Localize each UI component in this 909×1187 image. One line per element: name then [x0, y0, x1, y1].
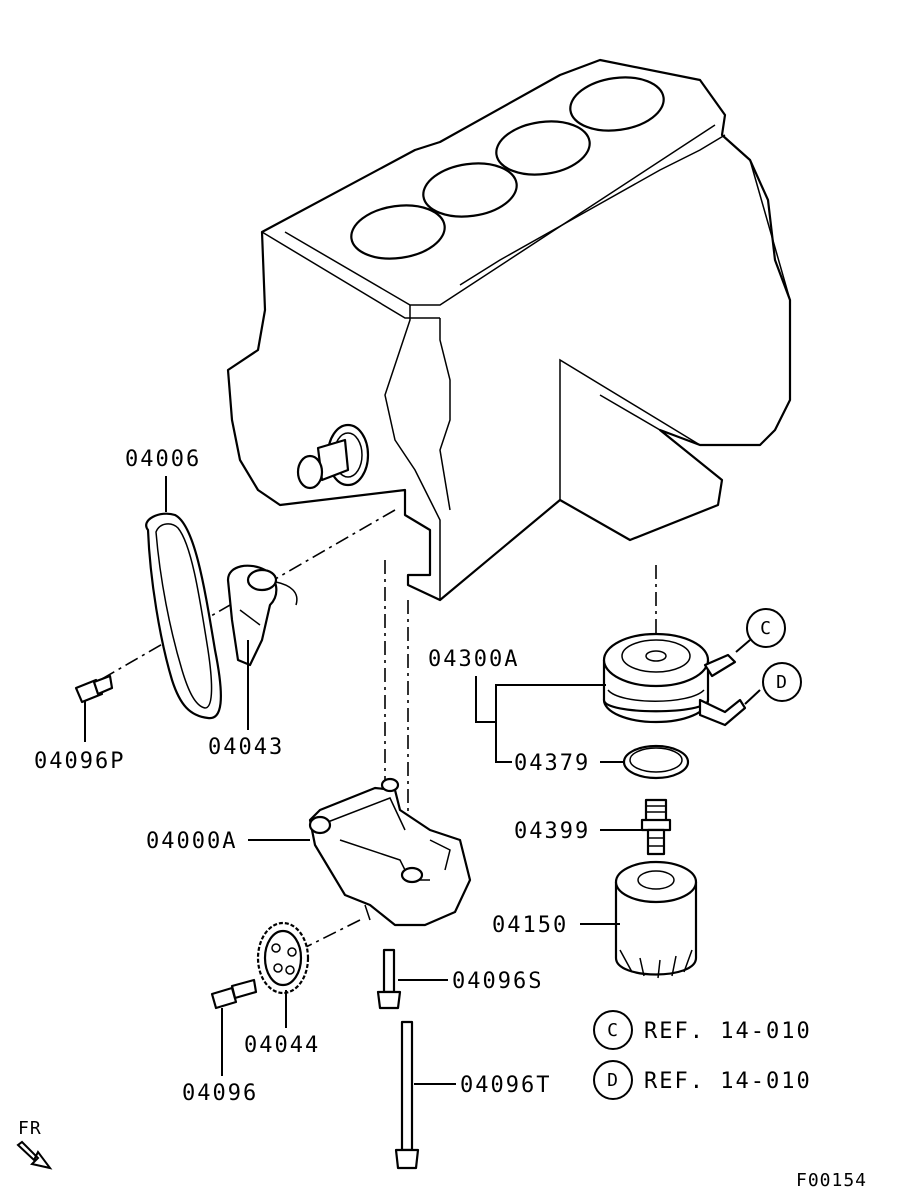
engine-block: [226, 58, 792, 602]
filter-fitting: [640, 798, 672, 856]
label-04000A: 04000A: [146, 829, 237, 854]
fr-label: FR: [18, 1118, 42, 1139]
bolt-04096S: [376, 948, 402, 1010]
ref-d-letter: D: [607, 1070, 619, 1091]
oil-filter: [614, 860, 698, 979]
label-04006: 04006: [125, 447, 201, 472]
bolt-04096: [210, 978, 258, 1010]
crankshaft-sprocket: [296, 423, 370, 490]
balancer-gear: [256, 921, 310, 995]
label-04379: 04379: [514, 751, 590, 776]
oil-cooler: [602, 632, 747, 727]
label-04096P: 04096P: [34, 749, 125, 774]
front-direction-indicator: FR: [16, 1118, 53, 1170]
fr-arrow-icon: [16, 1140, 53, 1170]
label-04096S: 04096S: [452, 969, 543, 994]
label-04044: 04044: [244, 1033, 320, 1058]
label-04043: 04043: [208, 735, 284, 760]
o-ring: [622, 744, 690, 780]
figure-code: F00154: [796, 1170, 867, 1187]
hose-marker-d: D: [762, 662, 802, 702]
assembly-centerlines: [99, 509, 657, 951]
balancer-timing-belt: [145, 512, 222, 720]
svg-text:C: C: [760, 618, 772, 639]
label-04399: 04399: [514, 819, 590, 844]
hose-marker-c: C: [746, 608, 786, 648]
svg-text:D: D: [776, 672, 788, 693]
label-04300A: 04300A: [428, 647, 519, 672]
bolt-04096T: [394, 1020, 420, 1170]
belt-tensioner: [226, 564, 298, 667]
ref-c-text: REF. 14-010: [644, 1019, 812, 1044]
reference-legend: C REF. 14-010 D REF. 14-010: [593, 1010, 812, 1100]
label-04096: 04096: [182, 1081, 258, 1106]
leader-lines: [84, 476, 761, 1085]
ref-c-letter: C: [607, 1020, 619, 1041]
bolt-04096P: [74, 674, 114, 704]
label-04096T: 04096T: [460, 1073, 551, 1098]
label-04150: 04150: [492, 913, 568, 938]
oil-pump-assembly: [308, 777, 472, 927]
ref-d-text: REF. 14-010: [644, 1069, 812, 1094]
